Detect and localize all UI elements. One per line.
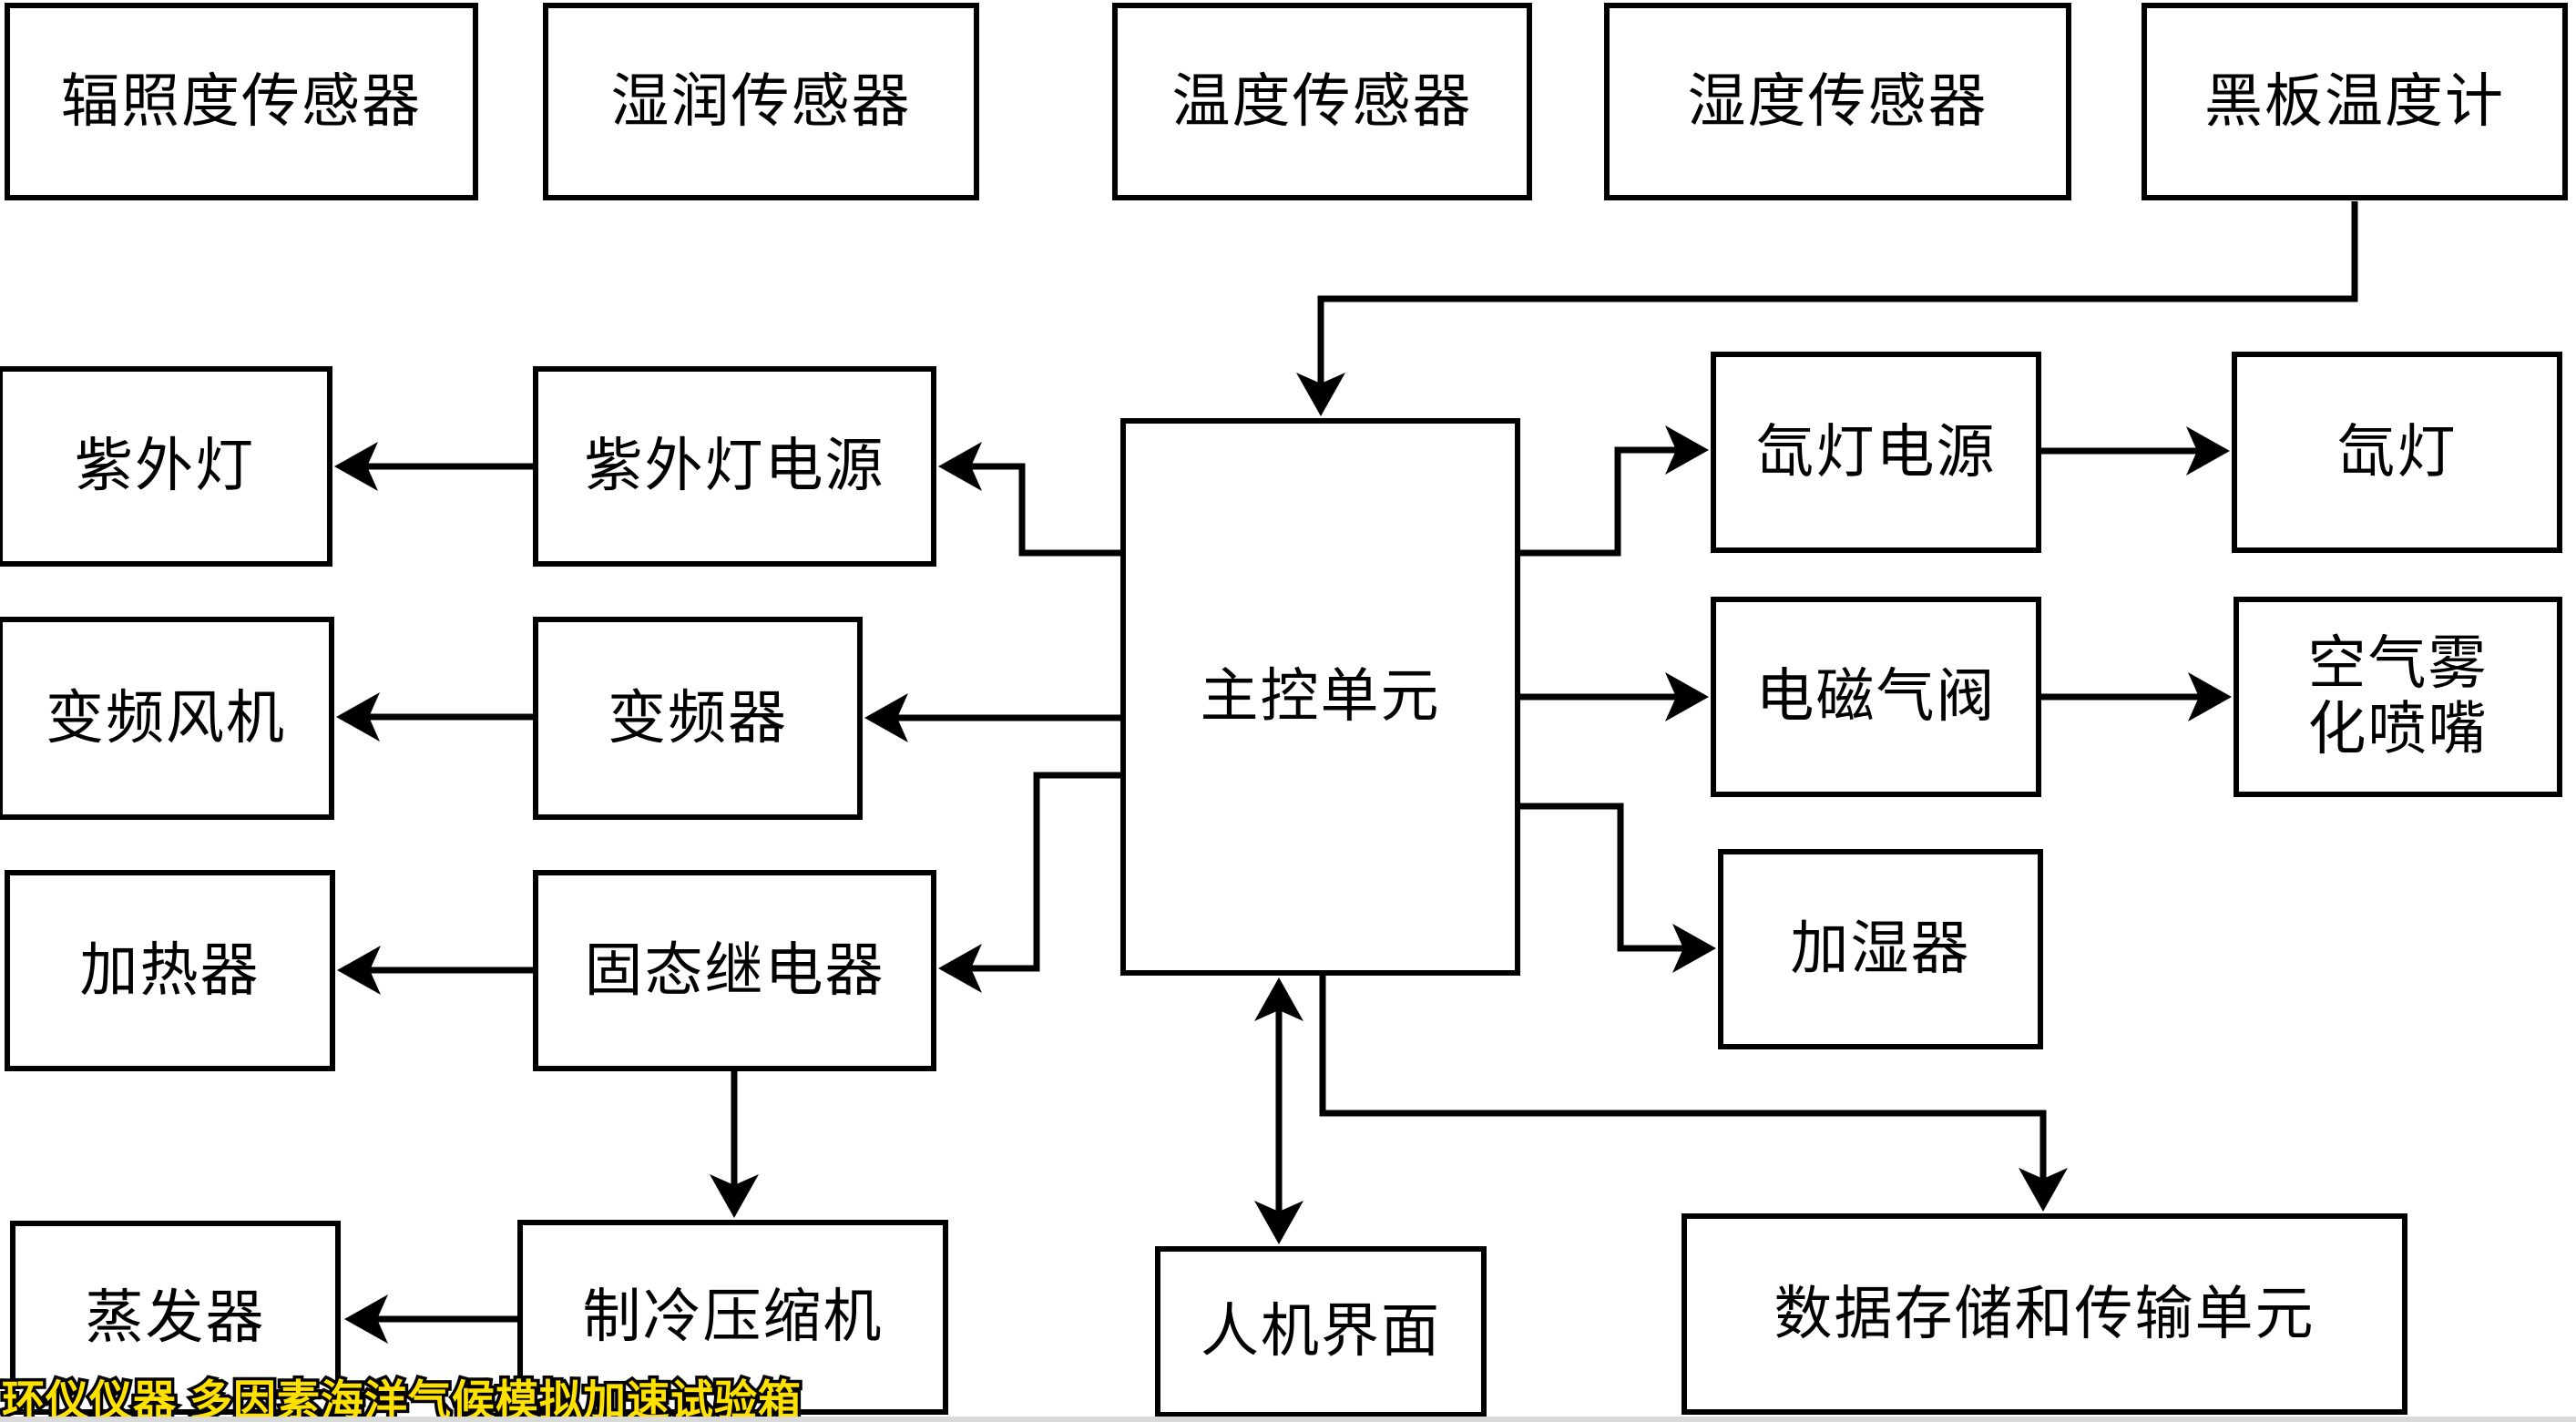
- node-solenoid-gas-valve: 电磁气阀: [1711, 597, 2041, 797]
- edge-solid-state-relay-to-heater: [337, 946, 533, 995]
- node-xenon-lamp-power: 氙灯电源: [1711, 352, 2041, 553]
- node-uv-lamp: 紫外灯: [0, 366, 332, 567]
- edge-mcu-to-uv-lamp-power: [938, 442, 1122, 557]
- edge-solenoid-gas-valve-to-nozzle: [2041, 672, 2232, 721]
- edge-mcu-to-vf-drive: [864, 693, 1122, 742]
- node-xenon-lamp: 氙灯: [2232, 352, 2562, 553]
- edge-vf-drive-to-vf-fan: [336, 692, 533, 742]
- node-uv-lamp-power: 紫外灯电源: [533, 366, 936, 567]
- node-heater: 加热器: [5, 870, 335, 1071]
- node-sensor-humidity: 湿度传感器: [1604, 3, 2071, 200]
- node-sensor-irradiance: 辐照度传感器: [5, 3, 478, 200]
- node-humidifier: 加湿器: [1718, 849, 2043, 1049]
- edge-mcu-to-solenoid-gas-valve: [1518, 672, 1709, 721]
- node-sensor-temperature: 温度传感器: [1112, 3, 1532, 200]
- edge-mcu-to-solid-state-relay: [938, 772, 1122, 993]
- edge-uv-lamp-power-to-uv-lamp: [334, 442, 533, 491]
- node-sensor-wetness: 湿润传感器: [543, 3, 979, 200]
- node-vf-fan: 变频风机: [0, 617, 334, 820]
- brand-watermark: 环仪仪器 多因素海洋气候模拟加速试验箱: [0, 1374, 804, 1422]
- node-data-storage-transmission-unit: 数据存储和传输单元: [1682, 1213, 2407, 1415]
- node-refrigeration-compressor: 制冷压缩机: [517, 1220, 948, 1415]
- edge-mcu-to-xenon-lamp-power: [1518, 425, 1709, 557]
- edge-solid-state-relay-to-compressor: [710, 1071, 759, 1218]
- edge-xenon-lamp-power-to-xenon-lamp: [2041, 426, 2230, 476]
- node-evaporator: 蒸发器: [10, 1221, 341, 1415]
- node-hmi: 人机界面: [1155, 1246, 1487, 1417]
- node-solid-state-relay: 固态继电器: [533, 870, 936, 1071]
- bottom-edge-artifact: [0, 1417, 2576, 1422]
- node-main-control-unit: 主控单元: [1120, 418, 1520, 976]
- edge-mcu-to-humidifier: [1518, 803, 1716, 973]
- node-vf-drive: 变频器: [533, 617, 863, 820]
- edge-mcu-hmi-bidirectional: [1254, 977, 1303, 1244]
- node-blackboard-thermometer: 黑板温度计: [2142, 3, 2568, 200]
- edge-compressor-to-evaporator: [344, 1294, 517, 1344]
- node-air-atomizing-nozzle: 空气雾化喷嘴: [2234, 597, 2562, 797]
